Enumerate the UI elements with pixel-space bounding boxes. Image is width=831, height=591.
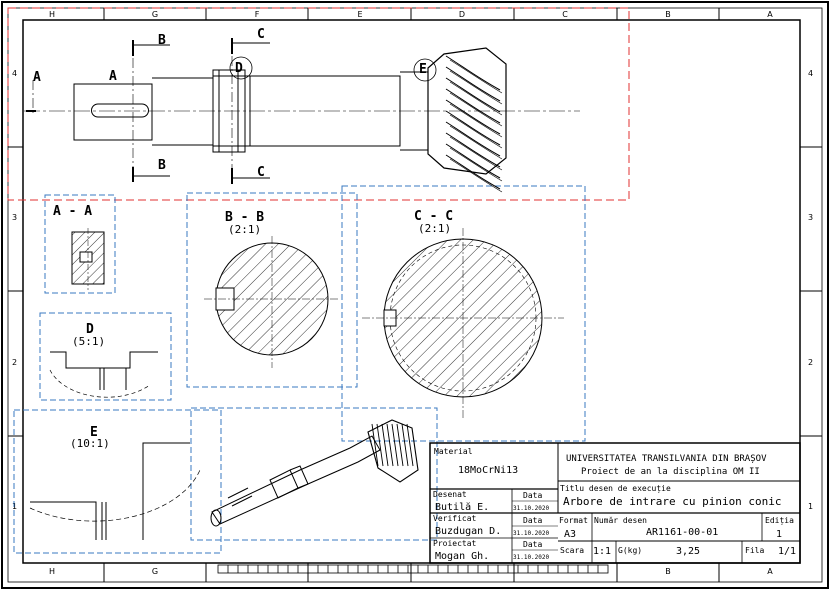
scale-ruler (217, 564, 609, 574)
scale-value: 1:1 (593, 546, 611, 557)
grid-letter-bottom: H (49, 567, 55, 576)
checked-label: Verificat (433, 514, 477, 523)
section-c-top-label: C (257, 27, 265, 42)
material-label: Material (434, 447, 473, 456)
view-d-title: D (86, 322, 94, 337)
format-label: Format (559, 516, 588, 525)
isometric-pinion-teeth (371, 423, 414, 467)
grid-number-right: 4 (808, 69, 813, 78)
grid-ticks (8, 8, 822, 582)
material-value: 18MoCrNi13 (458, 465, 518, 476)
grid-letter-bottom: A (767, 567, 773, 576)
grid-letter-top: G (152, 10, 158, 19)
view-d-scale: (5:1) (72, 335, 105, 348)
mass-label: G(kg) (618, 546, 642, 555)
edition-value: 1 (776, 529, 782, 540)
view-bb-frame (186, 192, 358, 388)
sheet-value: 1/1 (778, 546, 796, 557)
checked-date: 31.10.2020 (513, 530, 550, 537)
pinion-outline (427, 47, 507, 175)
designed-date: 31.10.2020 (513, 554, 550, 561)
designed-label: Proiectat (433, 539, 477, 548)
designed-date-label: Data (523, 540, 542, 549)
detail-d-circle (229, 56, 253, 80)
drawn-date-label: Data (523, 491, 542, 500)
view-bb-title: B - B (225, 210, 264, 225)
edition-label: Ediția (765, 516, 794, 526)
drawing-no-label: Număr desen (594, 516, 647, 525)
view-bb-scale: (2:1) (228, 223, 261, 236)
shaft-step-2 (152, 77, 214, 146)
view-aa-title: A - A (53, 204, 92, 219)
isometric-shaft (210, 419, 419, 527)
drawn-label: Desenat (433, 490, 467, 499)
grid-letter-top: C (562, 10, 568, 19)
shaft-middle (245, 75, 401, 147)
view-d-frame (39, 312, 172, 401)
grid-letter-top: D (459, 10, 465, 19)
mass-value: 3,25 (676, 546, 700, 557)
title-label: Titlu desen de execuție (560, 484, 671, 494)
view-cc-drawing (362, 228, 564, 420)
view-cc-frame (341, 185, 586, 442)
view-aa-drawing (71, 228, 105, 290)
scale-label: Scara (560, 546, 584, 555)
format-value: A3 (564, 529, 576, 540)
grid-letter-top: B (665, 10, 671, 19)
checked-name: Buzdugan D. (435, 526, 501, 537)
section-a-label: A (33, 70, 41, 85)
section-b-top-label: B (158, 33, 166, 48)
view-bb-drawing (204, 236, 340, 368)
detail-d-marker: D (235, 61, 243, 76)
view-d-drawing (49, 351, 158, 398)
drawn-date: 31.10.2020 (513, 505, 550, 512)
view-e-drawing (29, 442, 201, 540)
grid-letter-top: A (767, 10, 773, 19)
shaft-main-view (24, 38, 580, 193)
grid-number-right: 1 (808, 502, 813, 511)
title-value: Arbore de intrare cu pinion conic (563, 495, 782, 508)
title-block (429, 442, 801, 564)
view-cc-scale: (2:1) (418, 222, 451, 235)
view-e-frame (13, 409, 222, 554)
isometric-frame (190, 407, 438, 541)
grid-labels: H G F E D C B A H G B A 4 4 3 3 2 2 1 1 (12, 10, 813, 576)
university-name: UNIVERSITATEA TRANSILVANIA DIN BRAȘOV (566, 454, 767, 464)
grid-letter-top: E (357, 10, 362, 19)
grid-number-left: 2 (12, 358, 17, 367)
grid-letter-top: H (49, 10, 55, 19)
grid-letter-top: F (255, 10, 260, 19)
grid-number-right: 2 (808, 358, 813, 367)
checked-date-label: Data (523, 516, 542, 525)
pinion-teeth (445, 55, 503, 193)
detail-e-marker: E (419, 62, 427, 77)
grid-letter-bottom: G (152, 567, 158, 576)
shaft-left-journal (73, 83, 153, 141)
drawing-no-value: AR1161-00-01 (646, 527, 718, 538)
keyway (91, 103, 149, 118)
grid-letter-bottom: B (665, 567, 671, 576)
grid-number-left: 3 (12, 213, 17, 222)
view-e-scale: (10:1) (70, 437, 110, 450)
inner-border (7, 7, 823, 583)
grid-number-left: 4 (12, 69, 17, 78)
main-view-frame (7, 7, 630, 201)
section-b-bottom-label: B (158, 158, 166, 173)
sheet-label: Fila (745, 546, 764, 555)
view-cc-title: C - C (414, 209, 453, 224)
view-e-title: E (90, 425, 98, 440)
designed-name: Mogan Gh. (435, 551, 489, 562)
project-name: Proiect de an la disciplina OM II (581, 467, 760, 477)
drawn-name: Butilă E. (435, 501, 489, 513)
view-aa-frame (44, 194, 116, 294)
shaft-bearing-seat (212, 69, 246, 153)
section-c-bottom-label: C (257, 165, 265, 180)
grid-number-right: 3 (808, 213, 813, 222)
detail-e-circle (413, 58, 437, 82)
grid-number-left: 1 (12, 502, 17, 511)
keyway-a-label: A (109, 69, 117, 84)
